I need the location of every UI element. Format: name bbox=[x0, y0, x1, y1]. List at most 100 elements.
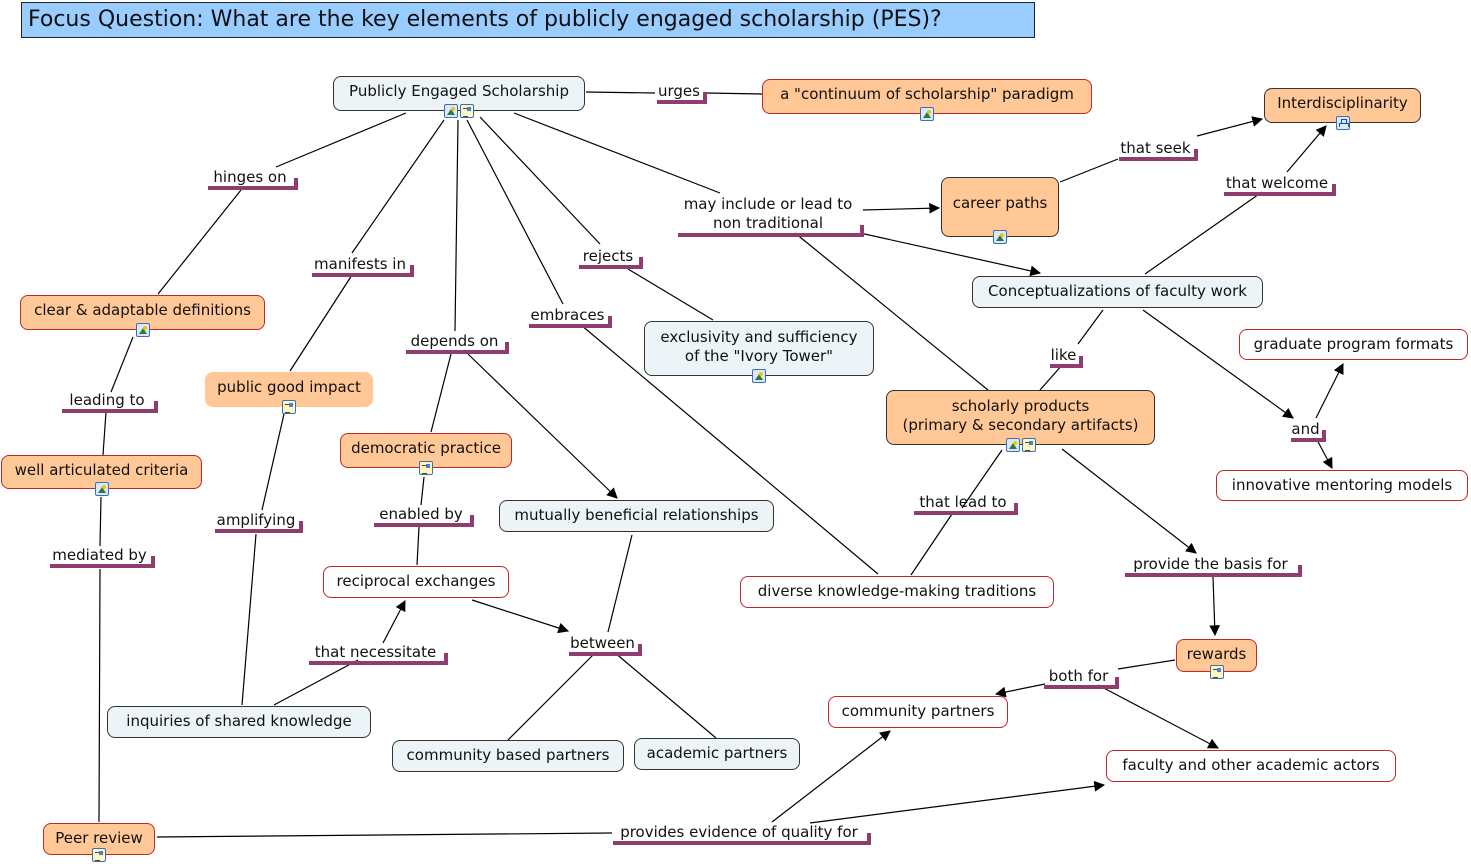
edge bbox=[862, 202, 941, 214]
concept-continuum-of-scholarship[interactable]: a "continuum of scholarship" paradigm bbox=[762, 79, 1092, 121]
concept-label: community partners bbox=[841, 702, 995, 720]
link-between[interactable]: between bbox=[567, 634, 642, 656]
edge bbox=[627, 268, 714, 321]
concept-graduate-program-formats[interactable]: graduate program formats bbox=[1239, 329, 1468, 360]
concept-label: diverse knowledge-making traditions bbox=[757, 582, 1037, 600]
concept-label: Publicly Engaged Scholarship bbox=[349, 82, 569, 100]
link-may-include-or-lead-to[interactable]: may include or lead to non traditional bbox=[676, 195, 864, 237]
concept-ivory-tower[interactable]: exclusivity and sufficiency of the "Ivor… bbox=[644, 321, 874, 383]
concept-well-articulated-criteria[interactable]: well articulated criteria bbox=[1, 455, 202, 496]
concept-faculty-and-other-academic-actors[interactable]: faculty and other academic actors bbox=[1106, 750, 1396, 782]
edge bbox=[1144, 191, 1263, 275]
edge bbox=[261, 413, 285, 511]
link-rejects[interactable]: rejects bbox=[577, 247, 643, 269]
link-mediated-by[interactable]: mediated by bbox=[48, 546, 155, 568]
image-icon[interactable] bbox=[1005, 438, 1020, 452]
edge bbox=[1286, 125, 1327, 173]
edge bbox=[416, 526, 420, 566]
link-manifests-in[interactable]: manifests in bbox=[310, 255, 414, 277]
link-that-lead-to[interactable]: that lead to bbox=[912, 493, 1018, 515]
edge bbox=[351, 119, 445, 254]
image-icon[interactable] bbox=[94, 482, 109, 496]
concept-diverse-knowledge-making-traditions[interactable]: diverse knowledge-making traditions bbox=[740, 576, 1054, 608]
concept-conceptualizations-of-faculty-work[interactable]: Conceptualizations of faculty work bbox=[972, 276, 1263, 308]
concept-map-icon[interactable] bbox=[1335, 116, 1350, 130]
concept-publicly-engaged-scholarship[interactable]: Publicly Engaged Scholarship bbox=[333, 76, 585, 118]
link-line-1: may include or lead to bbox=[683, 195, 853, 213]
edge bbox=[102, 411, 107, 456]
focus-question: Focus Question: What are the key element… bbox=[21, 2, 1035, 38]
concept-peer-review[interactable]: Peer review bbox=[43, 823, 155, 862]
link-like[interactable]: like bbox=[1048, 346, 1083, 368]
edge bbox=[1196, 116, 1264, 137]
image-icon[interactable] bbox=[444, 104, 458, 118]
edge bbox=[1117, 659, 1176, 670]
edge bbox=[1315, 363, 1344, 419]
concept-career-paths[interactable]: career paths bbox=[941, 177, 1059, 244]
edge bbox=[273, 659, 359, 706]
concept-label: clear & adaptable definitions bbox=[34, 301, 251, 319]
image-icon[interactable] bbox=[920, 107, 934, 121]
edge bbox=[430, 353, 452, 433]
link-that-seek[interactable]: that seek bbox=[1117, 139, 1198, 161]
concept-innovative-mentoring-models[interactable]: innovative mentoring models bbox=[1216, 470, 1468, 501]
document-icon[interactable] bbox=[1209, 665, 1224, 679]
document-icon[interactable] bbox=[92, 848, 106, 862]
edge bbox=[580, 324, 879, 575]
link-hinges-on[interactable]: hinges on bbox=[206, 168, 298, 190]
link-that-welcome[interactable]: that welcome bbox=[1222, 174, 1336, 196]
edge bbox=[382, 600, 406, 644]
concept-label-line-1: exclusivity and sufficiency bbox=[660, 328, 858, 346]
edge bbox=[809, 780, 1106, 824]
concept-label: democratic practice bbox=[351, 439, 501, 457]
concept-inquiries-of-shared-knowledge[interactable]: inquiries of shared knowledge bbox=[107, 706, 371, 738]
link-and[interactable]: and bbox=[1289, 420, 1326, 442]
edge bbox=[289, 274, 353, 372]
edge bbox=[241, 533, 257, 706]
concept-academic-partners[interactable]: academic partners bbox=[634, 738, 800, 770]
edge bbox=[607, 534, 633, 633]
edge bbox=[98, 568, 101, 823]
concept-scholarly-products[interactable]: scholarly products (primary & secondary … bbox=[886, 390, 1155, 452]
link-amplifying[interactable]: amplifying bbox=[213, 511, 303, 533]
document-icon[interactable] bbox=[419, 461, 433, 475]
concept-label: reciprocal exchanges bbox=[336, 572, 496, 590]
edge bbox=[961, 449, 1003, 509]
edge bbox=[479, 116, 601, 245]
edge bbox=[157, 189, 242, 295]
image-icon[interactable] bbox=[993, 230, 1007, 244]
concept-democratic-practice[interactable]: democratic practice bbox=[340, 433, 512, 475]
image-icon[interactable] bbox=[752, 369, 766, 383]
concept-public-good-impact[interactable]: public good impact bbox=[205, 372, 373, 414]
link-leading-to[interactable]: leading to bbox=[60, 391, 158, 413]
link-provide-the-basis-for[interactable]: provide the basis for bbox=[1123, 555, 1302, 577]
concept-rewards[interactable]: rewards bbox=[1176, 639, 1257, 679]
edge bbox=[1059, 158, 1119, 183]
image-icon[interactable] bbox=[135, 323, 150, 337]
document-icon[interactable] bbox=[1021, 438, 1036, 452]
concept-community-based-partners[interactable]: community based partners bbox=[392, 740, 624, 772]
concept-label: Peer review bbox=[55, 829, 143, 847]
link-that-necessitate[interactable]: that necessitate bbox=[307, 643, 448, 665]
link-enabled-by[interactable]: enabled by bbox=[372, 505, 474, 527]
edge bbox=[156, 832, 613, 838]
edge bbox=[471, 599, 570, 634]
concept-reciprocal-exchanges[interactable]: reciprocal exchanges bbox=[323, 566, 509, 598]
concept-label: graduate program formats bbox=[1253, 335, 1454, 353]
link-both-for[interactable]: both for bbox=[1042, 667, 1119, 689]
concept-interdisciplinarity[interactable]: Interdisciplinarity bbox=[1264, 88, 1421, 130]
document-icon[interactable] bbox=[282, 400, 296, 414]
concept-label: career paths bbox=[952, 194, 1048, 212]
link-embraces[interactable]: embraces bbox=[527, 306, 612, 328]
concept-mutually-beneficial-relationships[interactable]: mutually beneficial relationships bbox=[499, 500, 774, 532]
link-provides-evidence-of-quality-for[interactable]: provides evidence of quality for bbox=[611, 823, 871, 845]
edge bbox=[859, 232, 1042, 277]
link-depends-on[interactable]: depends on bbox=[404, 332, 509, 354]
concept-community-partners[interactable]: community partners bbox=[828, 696, 1008, 728]
link-urges[interactable]: urges bbox=[655, 82, 707, 104]
edge bbox=[705, 92, 763, 95]
concept-clear-adaptable-definitions[interactable]: clear & adaptable definitions bbox=[20, 295, 265, 337]
concept-label: Interdisciplinarity bbox=[1277, 94, 1408, 112]
document-icon[interactable] bbox=[460, 104, 474, 118]
